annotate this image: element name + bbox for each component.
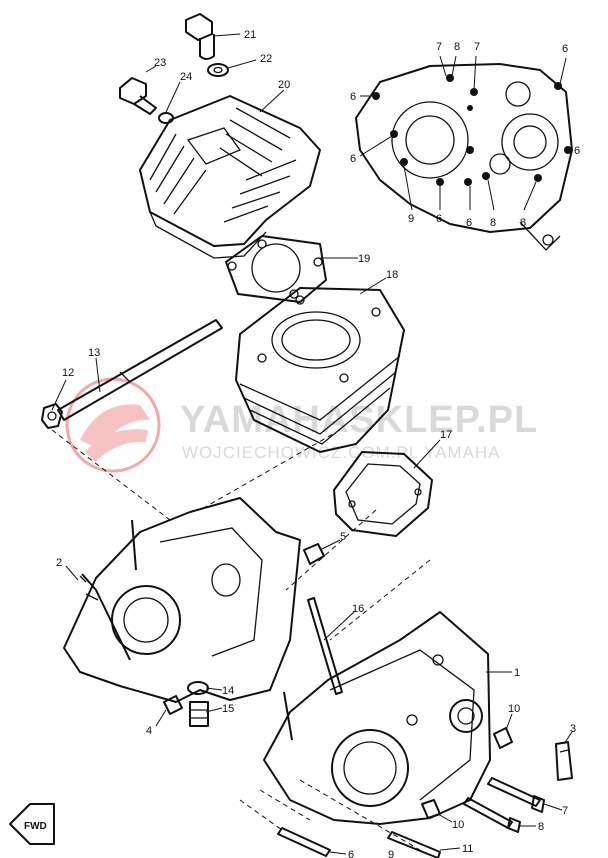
- forward-direction-arrow-icon: FWD: [9, 803, 55, 845]
- cylinder-head-20[interactable]: [139, 95, 321, 259]
- callout-8-inset-c: 8: [520, 217, 526, 229]
- callout-8-inset-a: 8: [454, 41, 460, 53]
- dowel-pin-10-lower[interactable]: [421, 799, 441, 819]
- callout-1: 1: [514, 667, 520, 679]
- callout-10-upper: 10: [508, 703, 520, 715]
- crankcase-right-1[interactable]: [263, 611, 491, 825]
- callout-7-inset-b: 7: [474, 41, 480, 53]
- callout-9-inset: 9: [408, 213, 414, 225]
- leader-lines: [51, 33, 573, 855]
- callout-labels: 21 22 23 24 20 19 18 12 13 17 5 2 16 14 …: [56, 29, 580, 858]
- callout-6-inset-e: 6: [436, 213, 442, 225]
- callout-3: 3: [570, 723, 576, 735]
- callout-6-inset-c: 6: [350, 153, 356, 165]
- callout-14: 14: [222, 685, 234, 697]
- crankcase-left-2[interactable]: [63, 497, 301, 703]
- callout-13: 13: [88, 347, 100, 359]
- callout-20: 20: [278, 79, 290, 91]
- stud-bolt-21[interactable]: [185, 13, 215, 60]
- callout-18: 18: [386, 269, 398, 281]
- callout-21: 21: [244, 29, 256, 41]
- watermark-title: YAMAHASKLEP.PL: [180, 399, 538, 441]
- callout-10-lower: 10: [452, 819, 464, 831]
- oil-tube-13[interactable]: [57, 319, 223, 421]
- callout-6-inset-a: 6: [562, 43, 568, 55]
- callout-23: 23: [154, 57, 166, 69]
- bolt-6-lower[interactable]: [277, 827, 331, 857]
- cylinder-18[interactable]: [235, 287, 405, 453]
- washer-24[interactable]: [158, 112, 174, 124]
- callout-8-lower: 8: [538, 821, 544, 833]
- callout-22: 22: [260, 53, 272, 65]
- drain-plug-15[interactable]: [189, 701, 209, 727]
- base-gasket-17[interactable]: [333, 451, 433, 537]
- callout-6-inset-f: 6: [466, 217, 472, 229]
- dowel-pin-10-upper[interactable]: [493, 727, 513, 749]
- callout-6-lower: 6: [348, 849, 354, 858]
- dowel-pin-4[interactable]: [163, 695, 183, 715]
- watermark: YAMAHASKLEP.PL WOJCIECHOWICZ.COM.PL YAMA…: [65, 377, 538, 473]
- callout-2: 2: [56, 557, 62, 569]
- bolt-7[interactable]: [487, 777, 545, 813]
- callout-5: 5: [340, 531, 346, 543]
- dowel-pin-5[interactable]: [303, 543, 325, 565]
- breather-3[interactable]: [555, 741, 573, 781]
- callout-4: 4: [146, 725, 152, 737]
- union-bolt-12[interactable]: [41, 403, 63, 429]
- watermark-logo-icon: [65, 377, 161, 473]
- bolt-23[interactable]: [119, 77, 157, 115]
- oring-14[interactable]: [187, 681, 209, 695]
- callout-15: 15: [222, 703, 234, 715]
- head-gasket-19[interactable]: [225, 235, 327, 303]
- callout-11: 11: [462, 843, 473, 855]
- callout-6-inset-b: 6: [350, 91, 356, 103]
- bolt-11[interactable]: [387, 831, 441, 858]
- callout-8-inset-b: 8: [490, 217, 496, 229]
- stud-16[interactable]: [307, 597, 343, 695]
- washer-22[interactable]: [207, 63, 229, 77]
- callout-7-inset-a: 7: [436, 41, 442, 53]
- assembly-lines: [51, 429, 431, 851]
- callout-9-lower: 9: [388, 849, 394, 858]
- callout-7-lower: 7: [562, 805, 568, 817]
- crankcase-bolt-layout-inset: [355, 63, 573, 251]
- callout-12: 12: [62, 367, 74, 379]
- callout-17: 17: [440, 429, 452, 441]
- watermark-subtitle: WOJCIECHOWICZ.COM.PL YAMAHA: [182, 443, 501, 462]
- callout-24: 24: [180, 71, 192, 83]
- callout-19: 19: [358, 253, 370, 265]
- bolt-8[interactable]: [463, 797, 521, 833]
- fwd-label: FWD: [24, 821, 47, 832]
- callout-6-inset-d: 6: [574, 145, 580, 157]
- callout-16: 16: [352, 603, 364, 615]
